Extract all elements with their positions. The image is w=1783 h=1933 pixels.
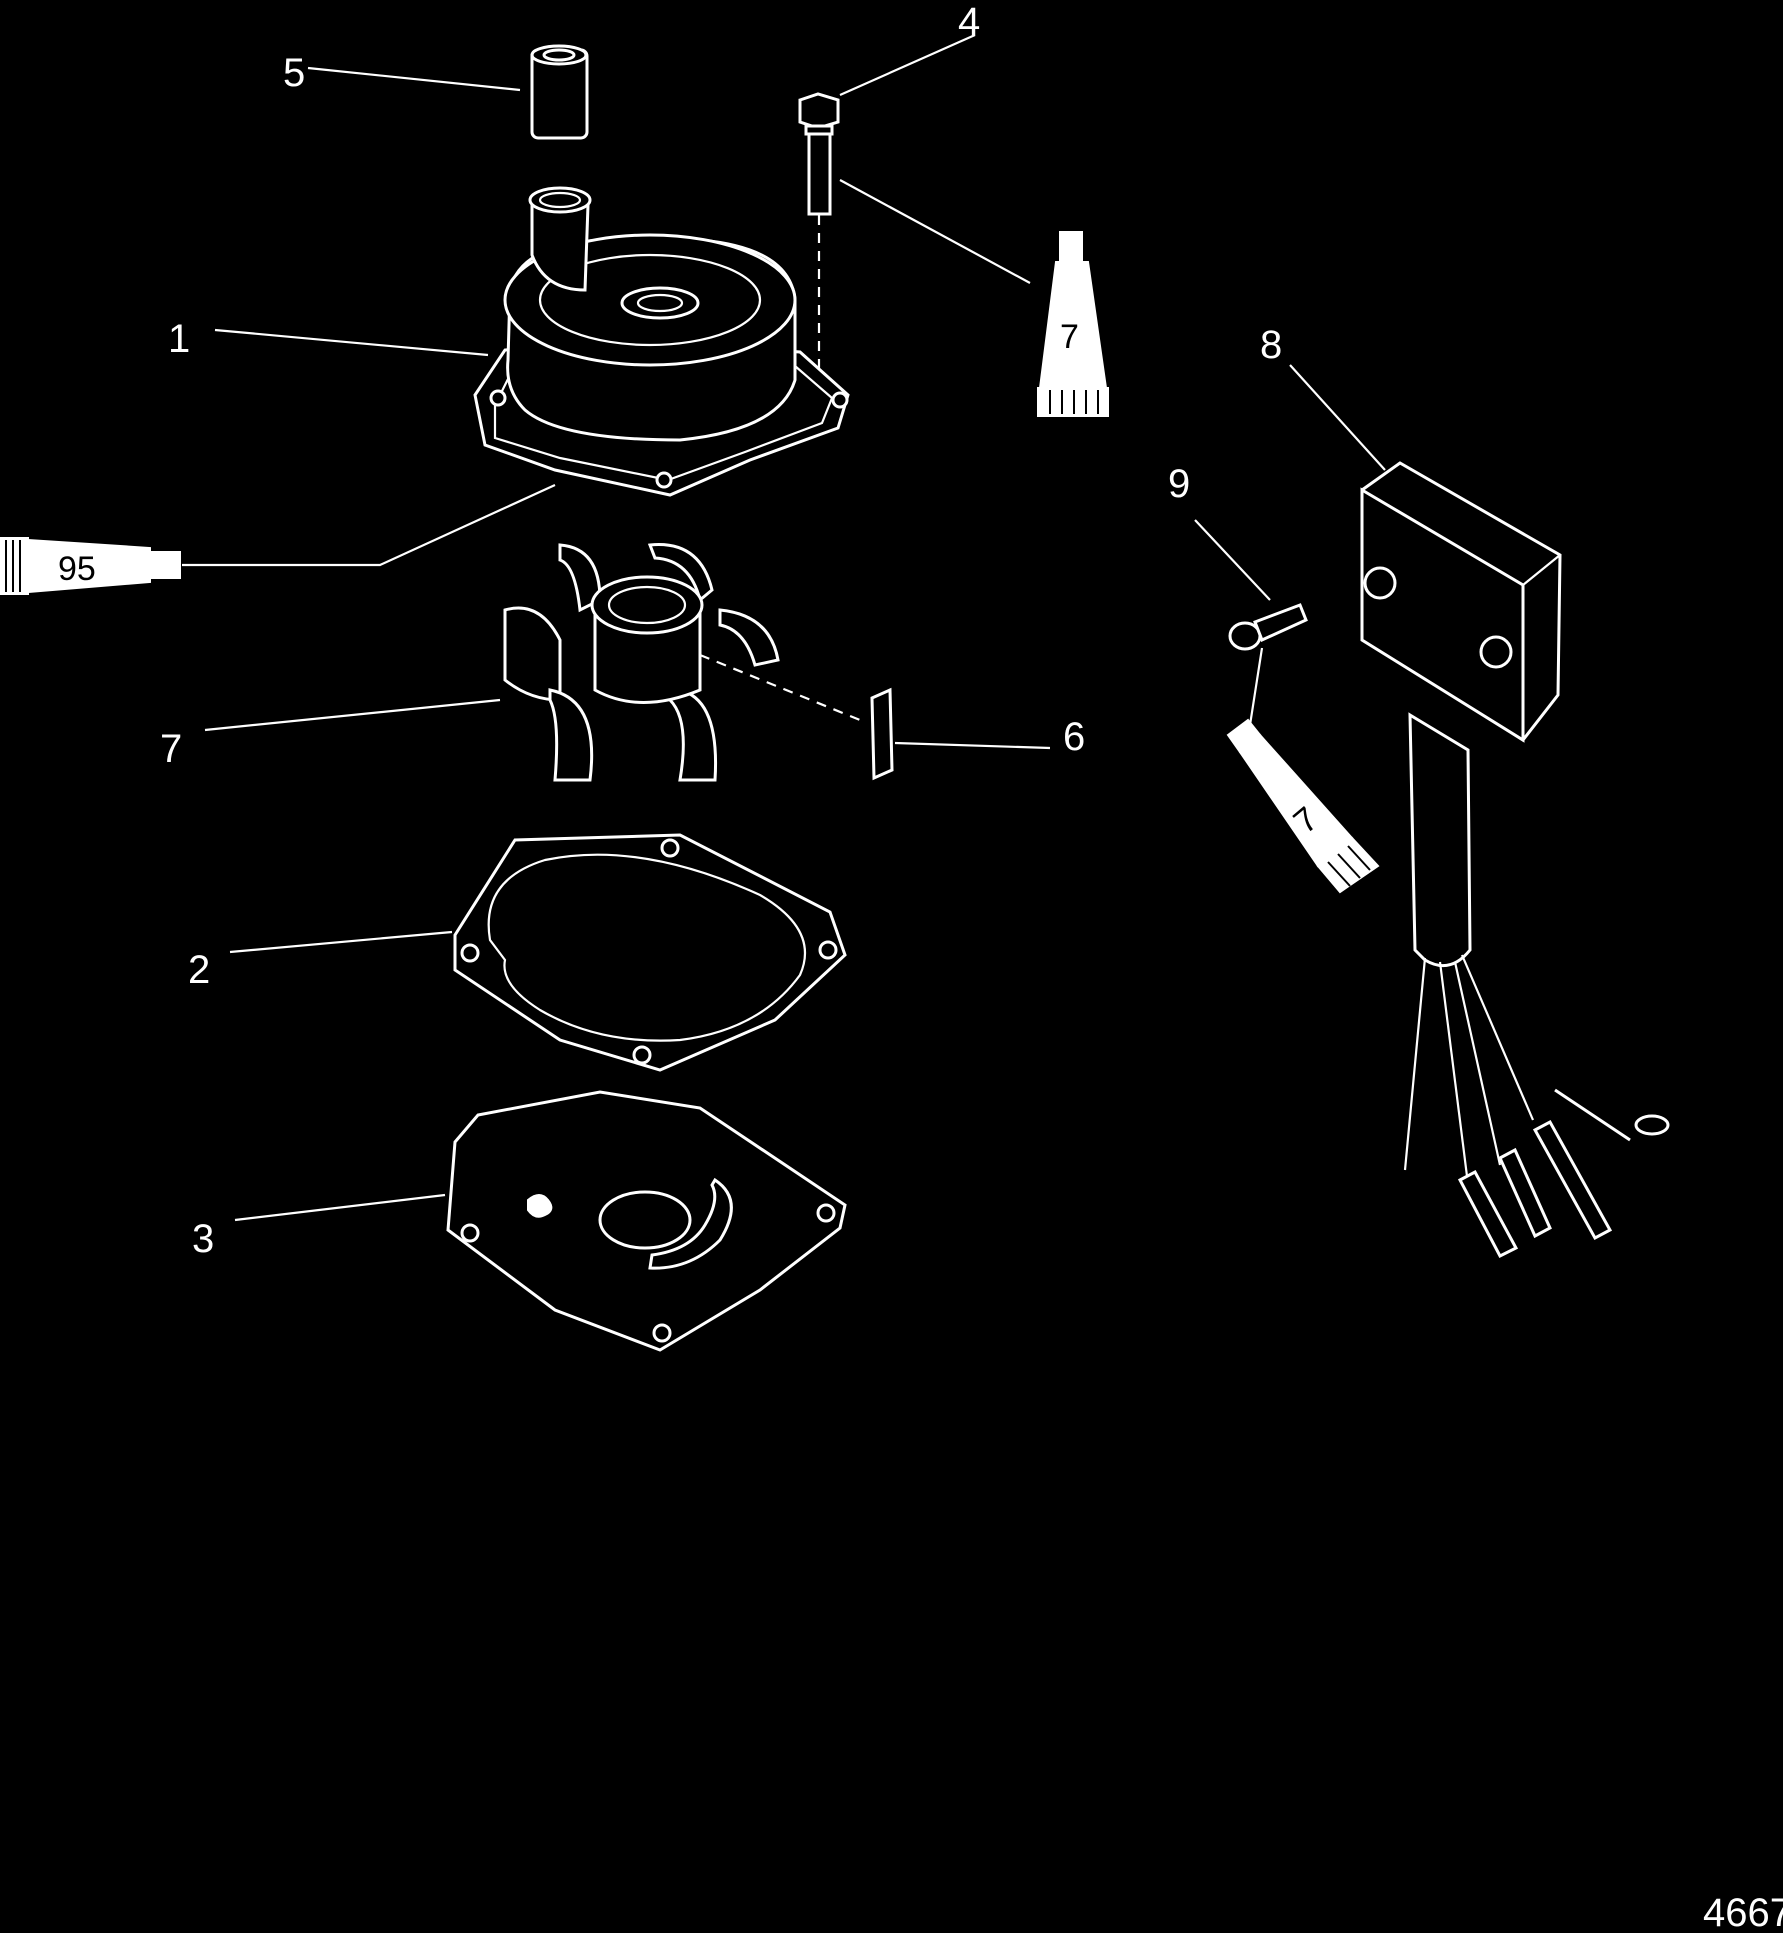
tube-7-top-label: 7 (1060, 318, 1079, 356)
gasket-part (453, 833, 847, 1072)
pump-housing-part (473, 186, 850, 497)
callout-5: 5 (283, 51, 305, 95)
callout-1: 1 (168, 317, 190, 361)
leader-lines (182, 33, 1386, 1222)
callout-2: 2 (188, 948, 210, 992)
impeller-part (503, 543, 861, 782)
bolt-part (798, 92, 840, 385)
electrical-module-part (1360, 461, 1670, 1258)
sealant-tube-7-right: 7 (1226, 718, 1380, 894)
callout-4: 4 (958, 0, 980, 44)
sleeve-part (530, 44, 589, 140)
tube-95-label: 95 (58, 550, 96, 588)
callout-7-impeller: 7 (160, 727, 182, 771)
sealant-tube-7-top: 7 (1037, 231, 1109, 417)
screw-part (1228, 603, 1308, 651)
key-part (870, 687, 894, 781)
callout-6: 6 (1063, 715, 1085, 759)
callout-9: 9 (1168, 462, 1190, 506)
callout-8: 8 (1260, 323, 1282, 367)
callout-3: 3 (192, 1217, 214, 1261)
sealant-tube-95: 95 (0, 537, 181, 595)
plate-part (446, 1090, 847, 1352)
figure-number: 4667 (1703, 1891, 1783, 1933)
